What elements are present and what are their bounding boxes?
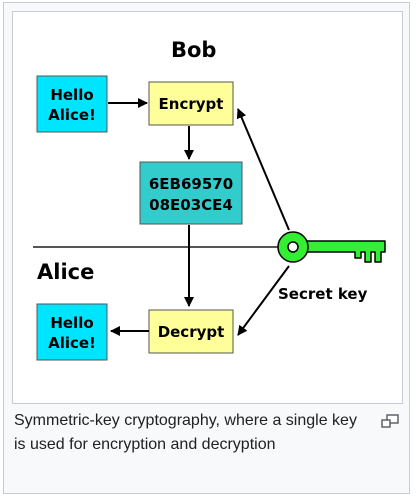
plaintext-top-line1: Hello <box>50 86 93 104</box>
plaintext-box-bottom <box>36 303 108 361</box>
figure-thumbnail: Bob Hello Alice! Encrypt 6EB69570 08E03C… <box>3 2 410 494</box>
arrow-key-to-encrypt <box>236 108 290 231</box>
encrypt-box <box>148 81 234 126</box>
key-icon <box>277 231 386 263</box>
arrow-key-to-decrypt <box>237 265 290 336</box>
decrypt-label: Decrypt <box>158 323 225 341</box>
ciphertext-line2: 08E03CE4 <box>149 196 233 214</box>
decrypt-box <box>148 309 234 354</box>
secret-key-label: Secret key <box>278 285 368 303</box>
alice-label: Alice <box>37 260 94 284</box>
bob-label: Bob <box>171 38 216 62</box>
plaintext-bottom-line1: Hello <box>50 314 93 332</box>
magnify-clip-icon[interactable] <box>381 413 399 428</box>
plaintext-box-top <box>36 75 108 133</box>
diagram-image[interactable]: Bob Hello Alice! Encrypt 6EB69570 08E03C… <box>12 11 403 404</box>
ciphertext-line1: 6EB69570 <box>149 175 233 193</box>
figure-caption: Symmetric-key cryptography, where a sing… <box>14 412 357 453</box>
symmetric-key-diagram: Bob Hello Alice! Encrypt 6EB69570 08E03C… <box>33 38 386 361</box>
plaintext-top-line2: Alice! <box>48 106 96 124</box>
plaintext-bottom-line2: Alice! <box>48 334 96 352</box>
encrypt-label: Encrypt <box>159 95 224 113</box>
ciphertext-box <box>139 161 243 225</box>
